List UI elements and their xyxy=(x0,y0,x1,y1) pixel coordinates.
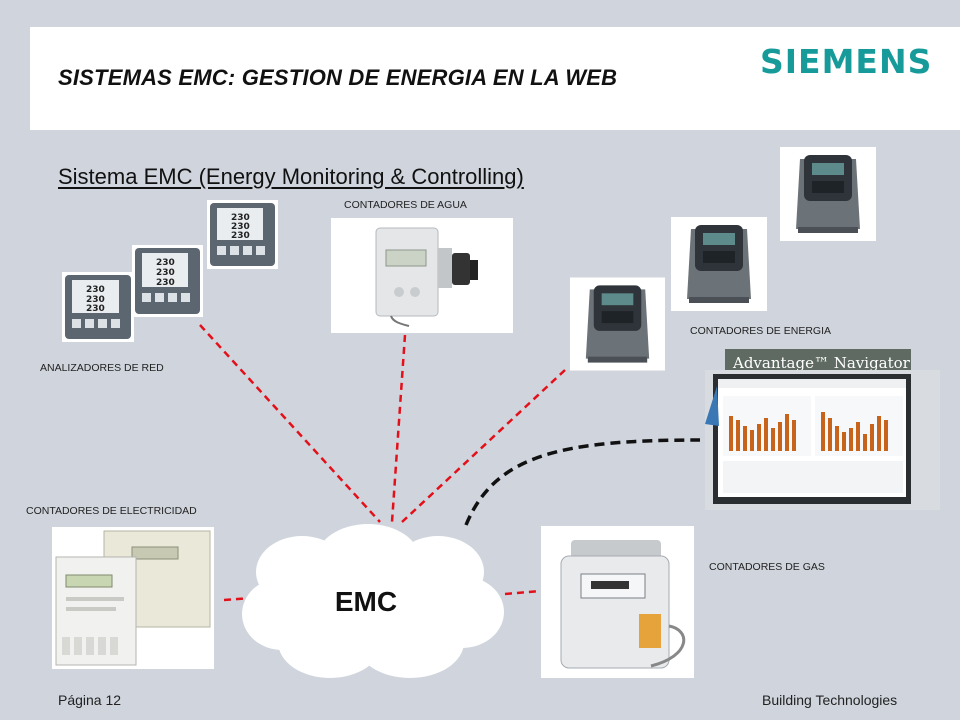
emc-label: EMC xyxy=(335,586,397,617)
link-electricity xyxy=(223,596,253,602)
svg-text:230: 230 xyxy=(86,295,105,305)
label-electricity-meters: CONTADORES DE ELECTRICIDAD xyxy=(26,505,197,517)
svg-text:230: 230 xyxy=(86,285,105,295)
electricity-meter-image xyxy=(52,527,214,669)
label-network-analyzers: ANALIZADORES DE RED xyxy=(40,362,164,374)
advantage-navigator-image: Advantage™ Navigator xyxy=(705,349,940,510)
energy-meter-image-1 xyxy=(780,147,876,241)
energy-meter-image-3 xyxy=(570,277,665,371)
navigator-brand: Advantage™ Navigator xyxy=(732,354,911,372)
header-band: SISTEMAS EMC: GESTION DE ENERGIA EN LA W… xyxy=(30,27,960,130)
svg-text:230: 230 xyxy=(231,213,250,223)
slide-title: SISTEMAS EMC: GESTION DE ENERGIA EN LA W… xyxy=(58,65,618,90)
label-water-meters: CONTADORES DE AGUA xyxy=(344,199,467,211)
svg-text:230: 230 xyxy=(86,304,105,314)
svg-text:230: 230 xyxy=(156,268,175,278)
link-energy-meter xyxy=(401,369,566,523)
svg-text:230: 230 xyxy=(156,258,175,268)
label-energy-meters: CONTADORES DE ENERGIA xyxy=(690,325,831,337)
footer-page-number: Página 12 xyxy=(58,692,122,708)
water-meter-image xyxy=(331,218,513,333)
link-gas xyxy=(504,589,541,596)
slide-subtitle: Sistema EMC (Energy Monitoring & Control… xyxy=(58,164,524,189)
link-water-meter xyxy=(390,334,407,523)
gas-meter-image xyxy=(541,526,694,678)
link-navigator xyxy=(464,438,701,526)
emc-cloud: EMC xyxy=(242,524,504,678)
link-network-analyzers xyxy=(199,324,381,523)
footer-organization: Building Technologies xyxy=(762,692,898,708)
label-gas-meters: CONTADORES DE GAS xyxy=(709,561,825,573)
network-analyzer-image: 230 230 230 230 230 230 230 230 230 xyxy=(62,200,278,342)
svg-text:230: 230 xyxy=(156,278,175,288)
svg-text:230: 230 xyxy=(231,222,250,232)
siemens-logo: SIEMENS xyxy=(760,42,933,81)
svg-text:230: 230 xyxy=(231,231,250,241)
energy-meter-image-2 xyxy=(671,217,767,311)
